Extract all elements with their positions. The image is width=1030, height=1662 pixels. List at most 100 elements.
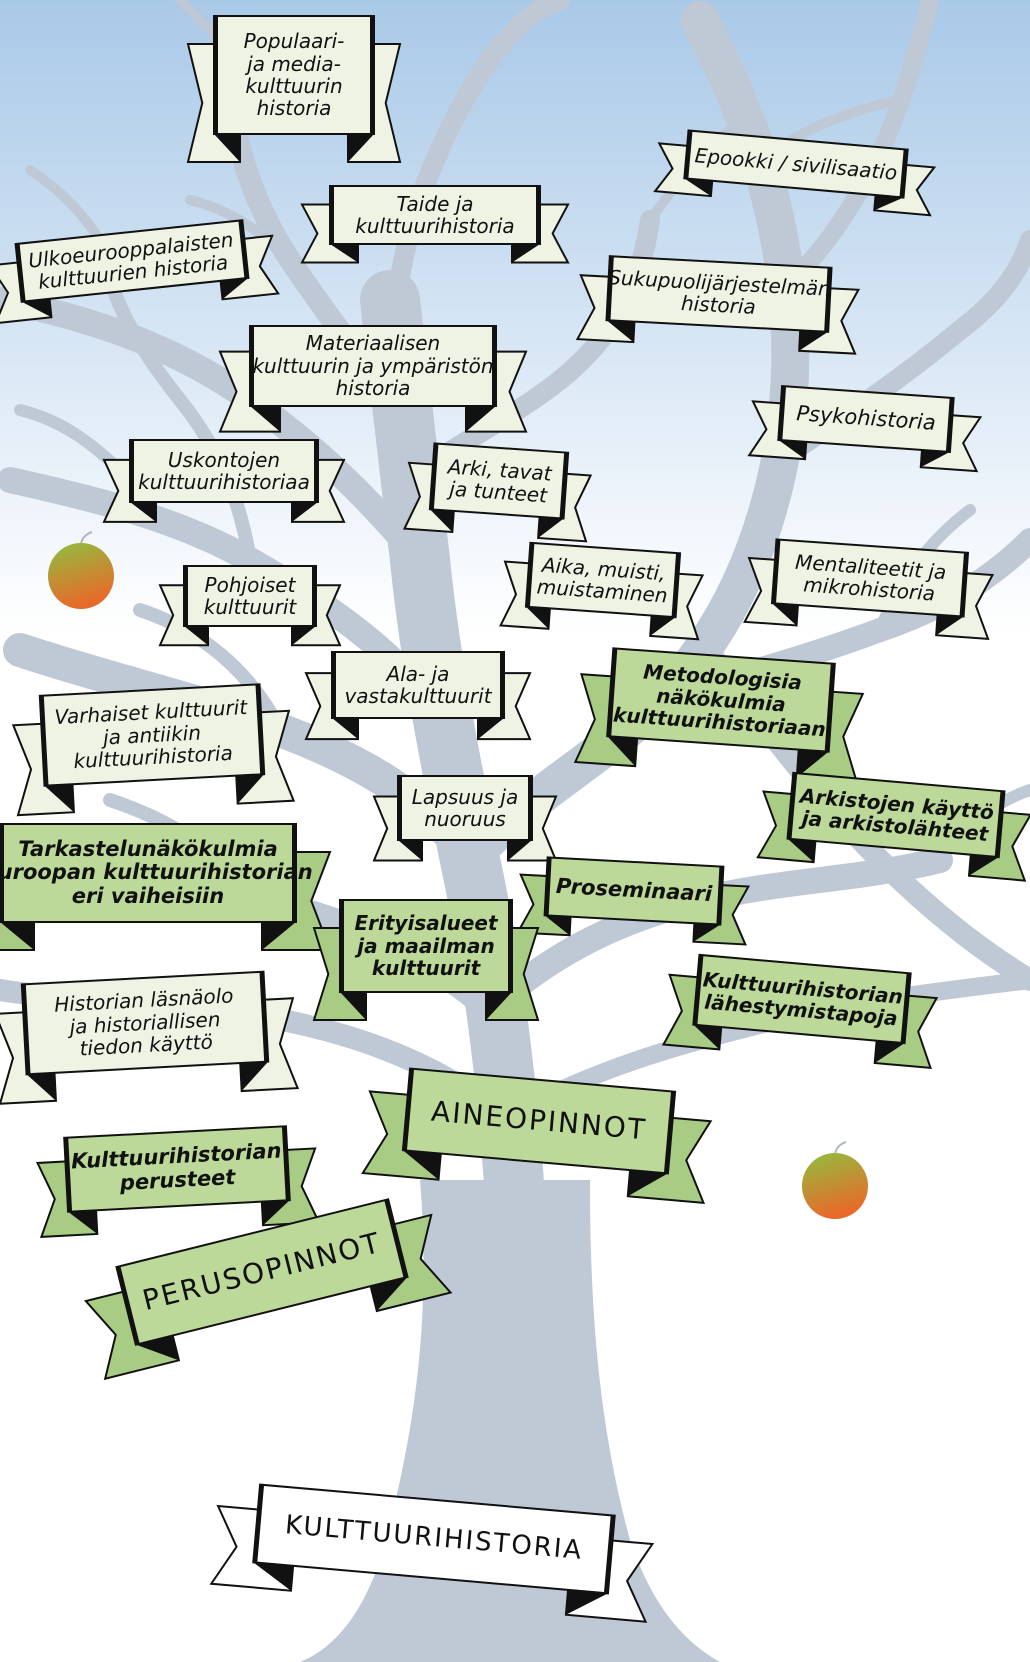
ribbon-label-line: tiedon käyttö: [78, 1029, 214, 1061]
ribbon-shape: [661, 953, 939, 1069]
ribbon-shape: [653, 129, 937, 217]
ribbon-shape: [158, 565, 342, 647]
ribbon-aineopinnot: AINEOPINNOT: [361, 1067, 713, 1205]
ribbon-psykohistoria: Psykohistoria: [747, 384, 983, 473]
tree-branch: [385, 0, 570, 330]
ribbon-label-line: kulttuurihistoria: [72, 741, 234, 774]
ribbon-proseminaari: Proseminaari: [516, 856, 751, 946]
ribbon-band: [777, 384, 955, 454]
ribbon-band: [129, 439, 319, 503]
ribbon-label-line: AINEOPINNOT: [429, 1094, 649, 1147]
ribbon-shape: [0, 219, 280, 325]
ribbon-band: [213, 15, 375, 135]
ribbon-band: [770, 538, 970, 618]
ribbon-shape: [83, 1198, 453, 1381]
tree-branch: [133, 603, 287, 737]
ribbon-band: [329, 185, 541, 245]
ribbon-label-line: historia: [680, 291, 757, 319]
ribbon-shape: [756, 771, 1030, 882]
ribbon-shape: [361, 1067, 713, 1205]
ribbon-label-line: Pohjoiset: [204, 572, 296, 597]
ribbon-label: Proseminaari: [545, 857, 724, 924]
ribbon-shape: [0, 823, 332, 951]
ribbon-label-line: historia: [335, 376, 411, 401]
ribbon-shape: [0, 970, 300, 1105]
ribbon-label-line: ja maailman: [357, 933, 495, 958]
ribbon-label-line: perusteet: [119, 1164, 236, 1195]
ribbon-label-line: kulttuurihistoria: [355, 214, 515, 238]
ribbon-label-line: kulttuurihistoriaan: [612, 702, 827, 742]
ribbon-shape: [499, 541, 705, 641]
ribbon-shape: [747, 384, 983, 473]
ribbon-shape: [304, 651, 532, 741]
ribbon-shape: [209, 1483, 655, 1623]
tree-branch: [185, 195, 295, 265]
ribbon-title: KULTTUURIHISTORIA: [209, 1483, 655, 1623]
ribbon-label-line: Taide ja: [396, 191, 474, 216]
ribbon-shape: [743, 538, 995, 640]
ribbon-shape: [573, 647, 865, 783]
ribbon-shape: [312, 899, 540, 1021]
ribbon-label-line: Lapsuus ja: [411, 784, 519, 809]
tree-branch: [93, 233, 257, 567]
ribbon-label-line: Populaari-: [243, 29, 345, 54]
ribbon-label-line: historia: [256, 96, 332, 121]
ribbon-band: [183, 565, 317, 627]
ribbon-label-line: Materiaalisen: [305, 331, 441, 356]
ribbon-shape: [516, 856, 751, 946]
ribbon-label-line: kulttuurit: [203, 595, 297, 619]
ribbon-label-line: Psykohistoria: [795, 401, 937, 436]
ribbon-shape: [218, 325, 528, 433]
ribbon-band: [397, 775, 533, 841]
ribbon-label-line: kulttuurin: [245, 74, 343, 98]
apple-left: [48, 531, 114, 609]
ribbon-shape: [35, 1125, 321, 1238]
ribbon-label-line: Proseminaari: [555, 874, 713, 907]
ribbon-label-line: kulttuurit: [371, 956, 481, 981]
ribbon-shape: [102, 439, 346, 523]
ribbon-label-line: Euroopan kulttuurihistorian: [0, 860, 313, 885]
ribbon-shape: [186, 15, 402, 163]
ribbon-shape: [11, 683, 296, 817]
ribbon-label-line: eri vaiheisiin: [71, 883, 225, 908]
ribbon-label-line: KULTTUURIHISTORIA: [283, 1510, 585, 1567]
ribbon-label-line: Tarkastelunäkökulmia: [18, 836, 278, 861]
ribbon-shape: [575, 255, 861, 355]
ribbon-label-line: kulttuurihistoriaa: [138, 470, 310, 494]
ribbon-perusopinnot: PERUSOPINNOT: [83, 1198, 453, 1381]
ribbon-label-line: Epookki / sivilisaatio: [693, 142, 899, 185]
ribbon-label-line: Erityisalueet: [354, 911, 498, 936]
ribbon-shape: [300, 185, 570, 264]
ribbon-band: [339, 899, 513, 993]
ribbon-label-line: kulttuurin ja ympäristön: [252, 353, 494, 378]
apple-right: [802, 1141, 868, 1219]
ribbon-epookki: Epookki / sivilisaatio: [653, 129, 937, 217]
ribbon-label-line: nuoruus: [424, 807, 506, 831]
